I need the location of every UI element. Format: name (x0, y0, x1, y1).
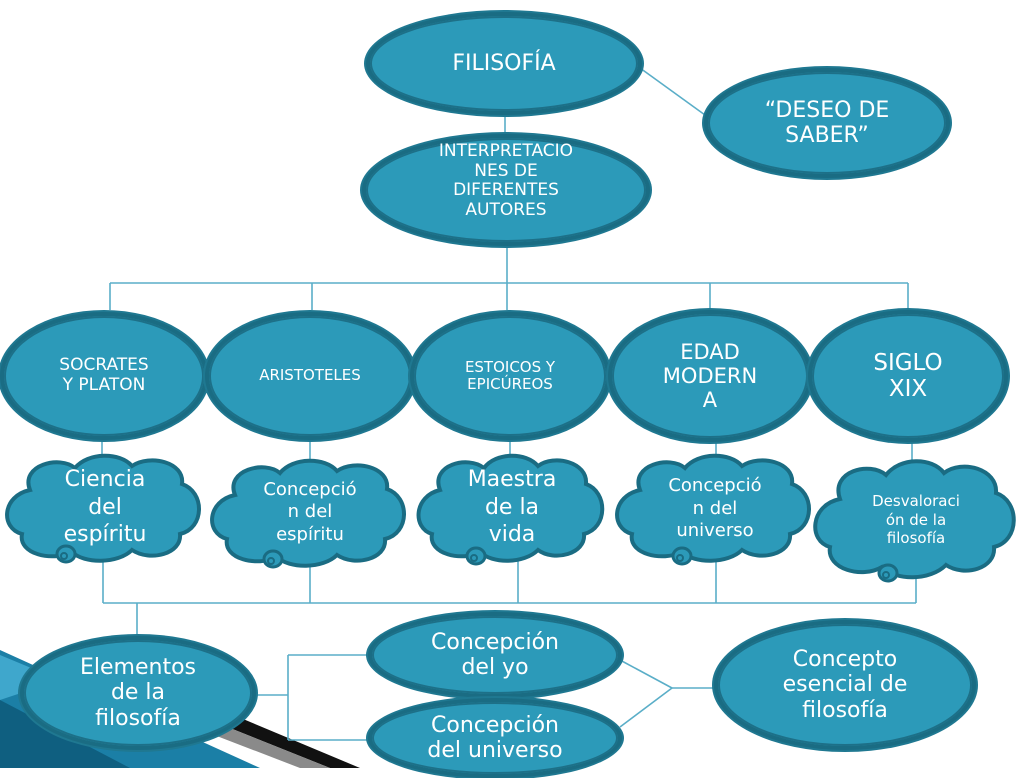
filosofia-oval: FILISOFÍA (366, 12, 642, 115)
cloud-shape-icon (210, 458, 406, 569)
author-label-aristoteles: ARISTOTELES (259, 366, 361, 385)
cloud-shape-icon (5, 453, 201, 564)
concept-cloud-maestra: Maestra de la vida (412, 450, 612, 566)
author-oval-edad-moderna: EDAD MODERN A (608, 310, 812, 442)
concept-label-maestra: Maestra de la vida (467, 467, 557, 548)
author-oval-socrates-platon: SOCRATES Y PLATON (0, 312, 208, 440)
interpretaciones-label: INTERPRETACIO NES DE DIFERENTES AUTORES (438, 141, 574, 220)
cloud-shape-icon (615, 453, 811, 566)
filosofia-label: FILISOFÍA (452, 50, 556, 76)
concepto-esencial-oval: Concepto esencial de filosofía (714, 620, 976, 750)
author-oval-estoicos: ESTOICOS Y EPICÚREOS (410, 312, 610, 440)
cloud-shape-icon (813, 459, 1016, 583)
concept-label-concepcion-universo: Concepció n del universo (668, 475, 762, 542)
concepcion-yo-label: Concepción del yo (431, 629, 559, 680)
concept-cloud-concepcion-universo: Concepció n del universo (610, 450, 820, 568)
concepto-esencial-label: Concepto esencial de filosofía (782, 647, 908, 723)
deseo-de-saber-label: “DESEO DE SABER” (764, 97, 890, 148)
concepcion-universo-oval: Concepción del universo (368, 698, 622, 778)
author-label-estoicos: ESTOICOS Y EPICÚREOS (464, 357, 556, 393)
concepcion-universo-label: Concepción del universo (427, 712, 563, 763)
author-oval-aristoteles: ARISTOTELES (205, 312, 415, 440)
concept-label-desvaloracion: Desvaloraci ón de la filosofía (872, 491, 960, 548)
author-label-siglo-xix: SIGLO XIX (873, 349, 943, 402)
author-label-socrates-platon: SOCRATES Y PLATON (59, 355, 149, 395)
author-oval-siglo-xix: SIGLO XIX (808, 310, 1008, 442)
concept-label-concepcion-espiritu: Concepció n del espíritu (263, 478, 357, 545)
concept-label-ciencia: Ciencia del espíritu (63, 467, 147, 548)
author-label-edad-moderna: EDAD MODERN A (662, 339, 758, 413)
elementos-oval: Elementos de la filosofía (20, 636, 256, 750)
concept-cloud-concepcion-espiritu: Concepció n del espíritu (205, 455, 415, 570)
cloud-shape-icon (416, 453, 605, 566)
concept-cloud-ciencia: Ciencia del espíritu (0, 450, 210, 565)
elementos-label: Elementos de la filosofía (79, 655, 196, 731)
concept-cloud-desvaloracion: Desvaloraci ón de la filosofía (808, 455, 1024, 585)
deseo-de-saber-oval: “DESEO DE SABER” (704, 68, 950, 178)
interpretaciones-oval: INTERPRETACIO NES DE DIFERENTES AUTORES (362, 134, 650, 246)
concepcion-yo-oval: Concepción del yo (368, 612, 622, 698)
